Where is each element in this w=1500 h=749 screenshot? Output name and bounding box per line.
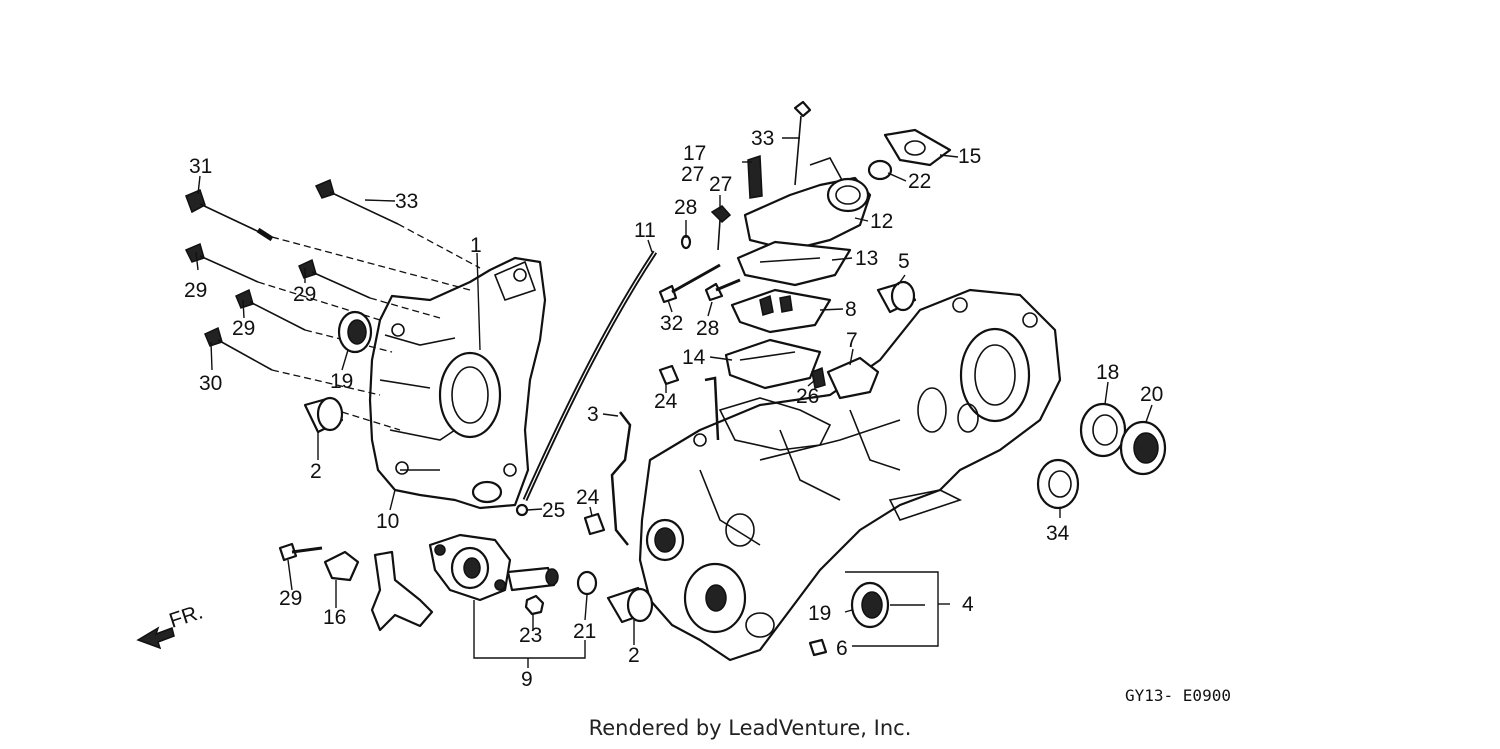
bearing-34 xyxy=(1036,458,1080,510)
bolt-27 xyxy=(710,205,732,224)
callout-29-b: 29 xyxy=(293,283,316,306)
clip-26 xyxy=(811,366,826,389)
callout-16: 16 xyxy=(323,606,346,629)
oil-seal-19-right xyxy=(850,581,890,629)
callout-28-lower: 28 xyxy=(696,317,719,340)
bolt-32 xyxy=(658,263,721,304)
callout-12: 12 xyxy=(870,210,893,233)
callout-20: 20 xyxy=(1140,383,1163,406)
reed-valve-8 xyxy=(730,288,832,334)
intake-pipe-12 xyxy=(743,157,872,252)
insulator-13 xyxy=(736,240,852,287)
gasket-14 xyxy=(724,338,822,390)
callout-11: 11 xyxy=(634,219,656,242)
bracket-3 xyxy=(610,411,632,546)
callout-2-left: 2 xyxy=(310,460,322,483)
flange-15 xyxy=(883,128,952,167)
callout-24-upper: 24 xyxy=(654,390,678,413)
bolt-29-lower xyxy=(278,542,323,562)
clip-25 xyxy=(515,503,529,517)
clip-16 xyxy=(323,550,360,582)
callout-26: 26 xyxy=(796,385,819,408)
leader-lines xyxy=(195,137,1153,668)
bolt-33-top xyxy=(793,100,812,186)
callout-23: 23 xyxy=(519,624,542,647)
dowel-6 xyxy=(808,638,828,657)
callout-29-lower: 29 xyxy=(279,587,302,610)
callout-4: 4 xyxy=(962,593,974,616)
callout-19-right: 19 xyxy=(808,602,831,625)
callout-9: 9 xyxy=(521,668,533,691)
oil-seal-20 xyxy=(1119,420,1167,476)
callout-7: 7 xyxy=(846,329,858,352)
dowel-pin-24-upper xyxy=(658,364,680,386)
callout-8: 8 xyxy=(845,298,857,321)
callout-5: 5 xyxy=(898,250,910,273)
bushing-5 xyxy=(876,280,917,314)
callout-15: 15 xyxy=(958,145,981,168)
callout-27-b: 27 xyxy=(709,173,732,196)
callout-24-lower: 24 xyxy=(576,486,600,509)
bolt-28 xyxy=(704,278,741,302)
callout-33-top: 33 xyxy=(751,127,774,150)
callout-30: 30 xyxy=(199,372,222,395)
callout-2-lower: 2 xyxy=(628,644,640,667)
bearing-19-left xyxy=(337,310,373,354)
bushing-2-left xyxy=(303,396,344,434)
tube-11 xyxy=(522,250,658,502)
o-ring-22 xyxy=(867,159,893,181)
dowel-pin-24-lower xyxy=(583,512,606,536)
callout-1: 1 xyxy=(470,234,482,257)
nut-23 xyxy=(524,594,545,616)
bushing-2-lower xyxy=(606,586,654,624)
bracket xyxy=(704,376,720,441)
callout-6: 6 xyxy=(836,637,848,660)
callout-22: 22 xyxy=(908,170,931,193)
callout-3: 3 xyxy=(587,403,599,426)
callout-18: 18 xyxy=(1096,361,1119,384)
callout-31: 31 xyxy=(189,155,212,178)
callout-32: 32 xyxy=(660,312,683,335)
bracket-lower xyxy=(370,550,434,632)
callout-10: 10 xyxy=(376,510,399,533)
callout-19-left: 19 xyxy=(330,370,353,393)
right-crankcase-half xyxy=(638,288,1062,662)
callout-29-c: 29 xyxy=(232,317,255,340)
callout-labels: 31 33 1 29 29 29 19 30 2 10 11 28 17 27 … xyxy=(184,127,1163,691)
o-ring-21 xyxy=(576,570,598,596)
callout-17: 17 xyxy=(683,142,706,165)
callout-25: 25 xyxy=(542,499,565,522)
credit-line: Rendered by LeadVenture, Inc. xyxy=(588,716,912,740)
callout-28-upper: 28 xyxy=(674,196,697,219)
left-bolts xyxy=(184,178,399,371)
bracket-7 xyxy=(826,356,880,400)
direction-label: FR. xyxy=(166,600,205,632)
direction-arrow-icon xyxy=(136,626,175,650)
callout-33-left: 33 xyxy=(395,190,418,213)
callout-13: 13 xyxy=(855,247,878,270)
callout-14: 14 xyxy=(682,346,706,369)
diagram-code: GY13- E0900 xyxy=(1125,686,1231,705)
bearing-18 xyxy=(1079,402,1127,458)
left-crankcase-half xyxy=(368,256,547,510)
nipple-17 xyxy=(747,154,763,199)
callout-27-a: 27 xyxy=(681,163,704,186)
callout-21: 21 xyxy=(573,620,596,643)
callout-34: 34 xyxy=(1046,522,1070,545)
callout-29-a: 29 xyxy=(184,279,207,302)
oil-pump-9 xyxy=(428,533,559,602)
